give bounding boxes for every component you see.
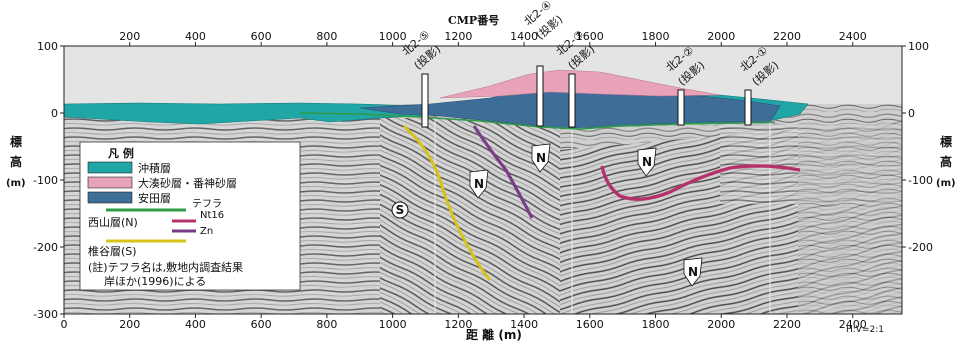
svg-text:標: 標 <box>940 134 952 149</box>
shiiya-horizon <box>402 124 492 281</box>
svg-text:高: 高 <box>940 154 952 169</box>
bottom-tick-label: 2200 <box>773 318 801 331</box>
legend-label: 安田層 <box>138 191 171 205</box>
right-axis: 100 0 -100 -200 <box>902 40 933 254</box>
svg-text:(m): (m) <box>936 178 956 189</box>
formation-mark-n: N <box>637 147 657 177</box>
top-tick-label: 1400 <box>510 30 538 43</box>
borehole-2-5-bar <box>421 73 429 128</box>
bottom-tick-label: 1800 <box>642 318 670 331</box>
left-tick-label: -200 <box>33 241 58 254</box>
borehole-2-4-bar <box>536 65 544 127</box>
bottom-axis-title: 距 離 (m) <box>466 327 522 342</box>
top-axis: CMP番号 200 400 600 800 1000 1200 1400 1600 1800 20… <box>119 13 867 46</box>
geologic-layers <box>63 69 809 130</box>
left-axis-title: 標 高 (m) <box>6 134 26 189</box>
legend-label: 椎谷層(S) <box>88 244 137 258</box>
right-axis-title: 標 高 (m) <box>936 134 956 189</box>
formation-mark-n: N <box>683 257 703 287</box>
formation-mark-s: S <box>391 201 409 219</box>
svg-text:N: N <box>688 265 698 279</box>
svg-text:標: 標 <box>10 134 22 149</box>
bottom-axis: 0 200 400 600 800 1000 1200 1400 1600 1800 2000 220… <box>61 314 867 342</box>
left-tick-label: 100 <box>37 40 58 53</box>
legend-label: Zn <box>200 226 213 237</box>
zn-horizon <box>472 125 534 219</box>
bottom-tick-label: 0 <box>61 318 68 331</box>
svg-text:S: S <box>396 203 405 217</box>
top-tick-label: 1800 <box>642 30 670 43</box>
legend-label: 西山層(N) <box>88 216 138 229</box>
right-tick-label: -200 <box>908 241 933 254</box>
legend-title: 凡 例 <box>108 146 134 160</box>
left-tick-label: -300 <box>33 308 58 321</box>
ominato-banjin-layer <box>439 69 721 99</box>
top-tick-label: 400 <box>185 30 206 43</box>
top-tick-label: 2000 <box>707 30 735 43</box>
svg-text:N: N <box>536 151 546 165</box>
formation-mark-n: N <box>469 169 489 199</box>
legend-swatch-ominato <box>87 176 133 189</box>
bottom-tick-label: 2400 <box>839 318 867 331</box>
left-tick-label: -100 <box>33 174 58 187</box>
top-tick-label: 1000 <box>379 30 407 43</box>
top-tick-label: 1200 <box>444 30 472 43</box>
left-tick-label: 0 <box>51 107 58 120</box>
legend-label: Nt16 <box>200 210 224 221</box>
top-tick-label: 1600 <box>576 30 604 43</box>
nt16-horizon <box>600 164 801 201</box>
legend-swatch-yasuda <box>87 191 133 204</box>
right-tick-label: 0 <box>908 107 915 120</box>
bottom-tick-label: 1200 <box>444 318 472 331</box>
svg-text:N: N <box>642 155 652 169</box>
legend-note: (註)テフラ名は,敷地内調査結果 <box>88 260 243 274</box>
borehole-2-3-bar <box>568 73 576 128</box>
top-axis-title: CMP番号 <box>448 13 499 27</box>
bottom-tick-label: 1400 <box>510 318 538 331</box>
bottom-tick-label: 600 <box>251 318 272 331</box>
borehole-2-1-bar <box>744 89 752 126</box>
tephra-line <box>299 112 776 130</box>
legend-label: テフラ <box>192 198 222 210</box>
legend-note: 岸ほか(1996)による <box>104 275 206 288</box>
right-tick-label: -100 <box>908 174 933 187</box>
legend-label: 大湊砂層・番神砂層 <box>138 176 237 190</box>
legend-label: 沖積層 <box>138 161 171 175</box>
top-tick-label: 600 <box>251 30 272 43</box>
top-tick-label: 200 <box>119 30 140 43</box>
bottom-tick-label: 2000 <box>707 318 735 331</box>
scale-note: H:V=2:1 <box>846 325 884 335</box>
boreholes <box>421 65 752 128</box>
left-axis: 100 0 -100 -200 -300 <box>33 40 64 321</box>
legend-swatch-alluvium <box>87 161 133 174</box>
svg-text:N: N <box>474 177 484 191</box>
top-tick-label: 2200 <box>773 30 801 43</box>
top-tick-label: 2400 <box>839 30 867 43</box>
top-tick-label: 800 <box>316 30 337 43</box>
svg-text:高: 高 <box>10 154 22 169</box>
formation-mark-n: N <box>531 143 551 173</box>
bottom-tick-label: 400 <box>185 318 206 331</box>
borehole-2-2-bar <box>677 89 685 126</box>
svg-text:(m): (m) <box>6 178 26 189</box>
bottom-tick-label: 1600 <box>576 318 604 331</box>
right-tick-label: 100 <box>908 40 929 53</box>
bottom-tick-label: 1000 <box>379 318 407 331</box>
legend: 凡 例 沖積層 大湊砂層・番神砂層 安田層 テフラ 西山層(N) Nt16 Zn… <box>79 141 301 291</box>
bottom-tick-label: 800 <box>316 318 337 331</box>
bottom-tick-label: 200 <box>119 318 140 331</box>
